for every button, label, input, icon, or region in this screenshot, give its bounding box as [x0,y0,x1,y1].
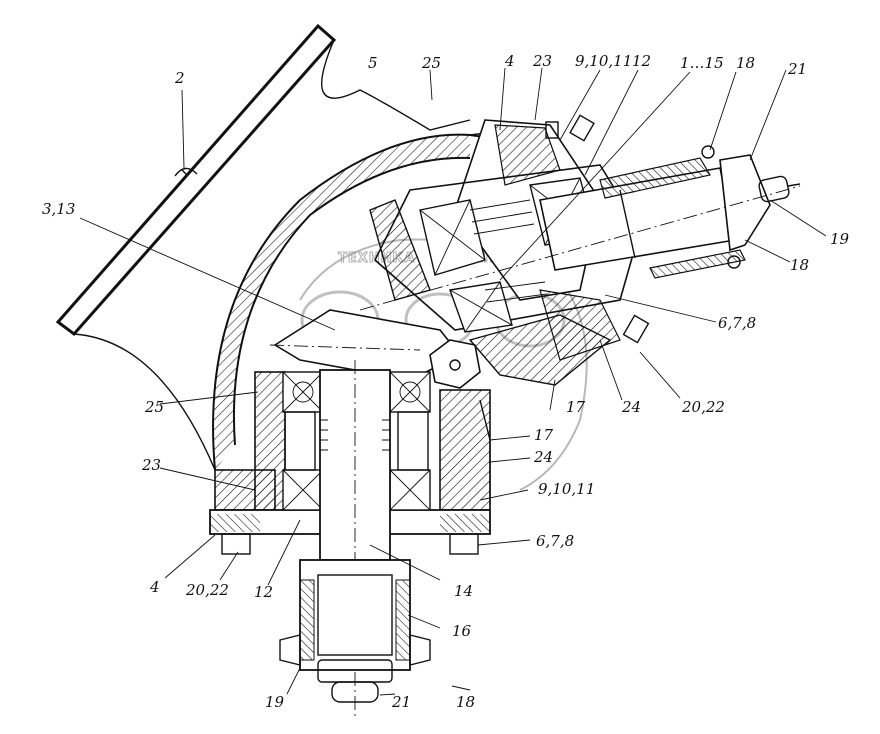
label-25b: 25 [144,398,164,416]
label-3-13: 3,13 [42,200,75,218]
label-2: 2 [174,69,185,87]
label-19: 19 [830,230,850,248]
label-5: 5 [368,54,378,72]
label-1-15: 1…15 [680,54,724,72]
label-9-10-11: 9,10,11 [575,52,632,70]
label-24b: 24 [533,448,553,466]
label-17b: 17 [534,426,554,444]
label-6-7-8: 6,7,8 [718,314,756,332]
label-20-22: 20,22 [681,398,725,416]
label-21: 21 [787,60,807,78]
label-20-22b: 20,22 [185,581,229,599]
label-25: 25 [421,54,441,72]
label-23: 23 [532,52,552,70]
label-4: 4 [504,52,515,70]
label-24: 24 [621,398,641,416]
vertical-shaft-assembly [209,360,491,720]
label-18b: 18 [790,256,809,274]
label-23b: 23 [141,456,161,474]
label-14: 14 [454,582,473,600]
label-18c: 18 [456,693,475,711]
label-6-7-8b: 6,7,8 [536,532,574,550]
label-19b: 19 [265,693,285,711]
label-18: 18 [736,54,755,72]
label-17: 17 [566,398,586,416]
leader-lines [79,67,827,696]
label-21b: 21 [391,693,411,711]
label-12: 12 [632,52,651,70]
label-12b: 12 [254,583,273,601]
part-labels: 2 5 25 4 23 9,10,11 12 1…15 18 21 3,13 1… [42,52,850,711]
label-9-10-11b: 9,10,11 [538,480,595,498]
bevel-gear-center [269,309,612,389]
mounting-flange [55,23,337,337]
label-16: 16 [452,622,472,640]
inclined-shaft-assembly [359,145,801,333]
label-4b: 4 [149,578,160,596]
